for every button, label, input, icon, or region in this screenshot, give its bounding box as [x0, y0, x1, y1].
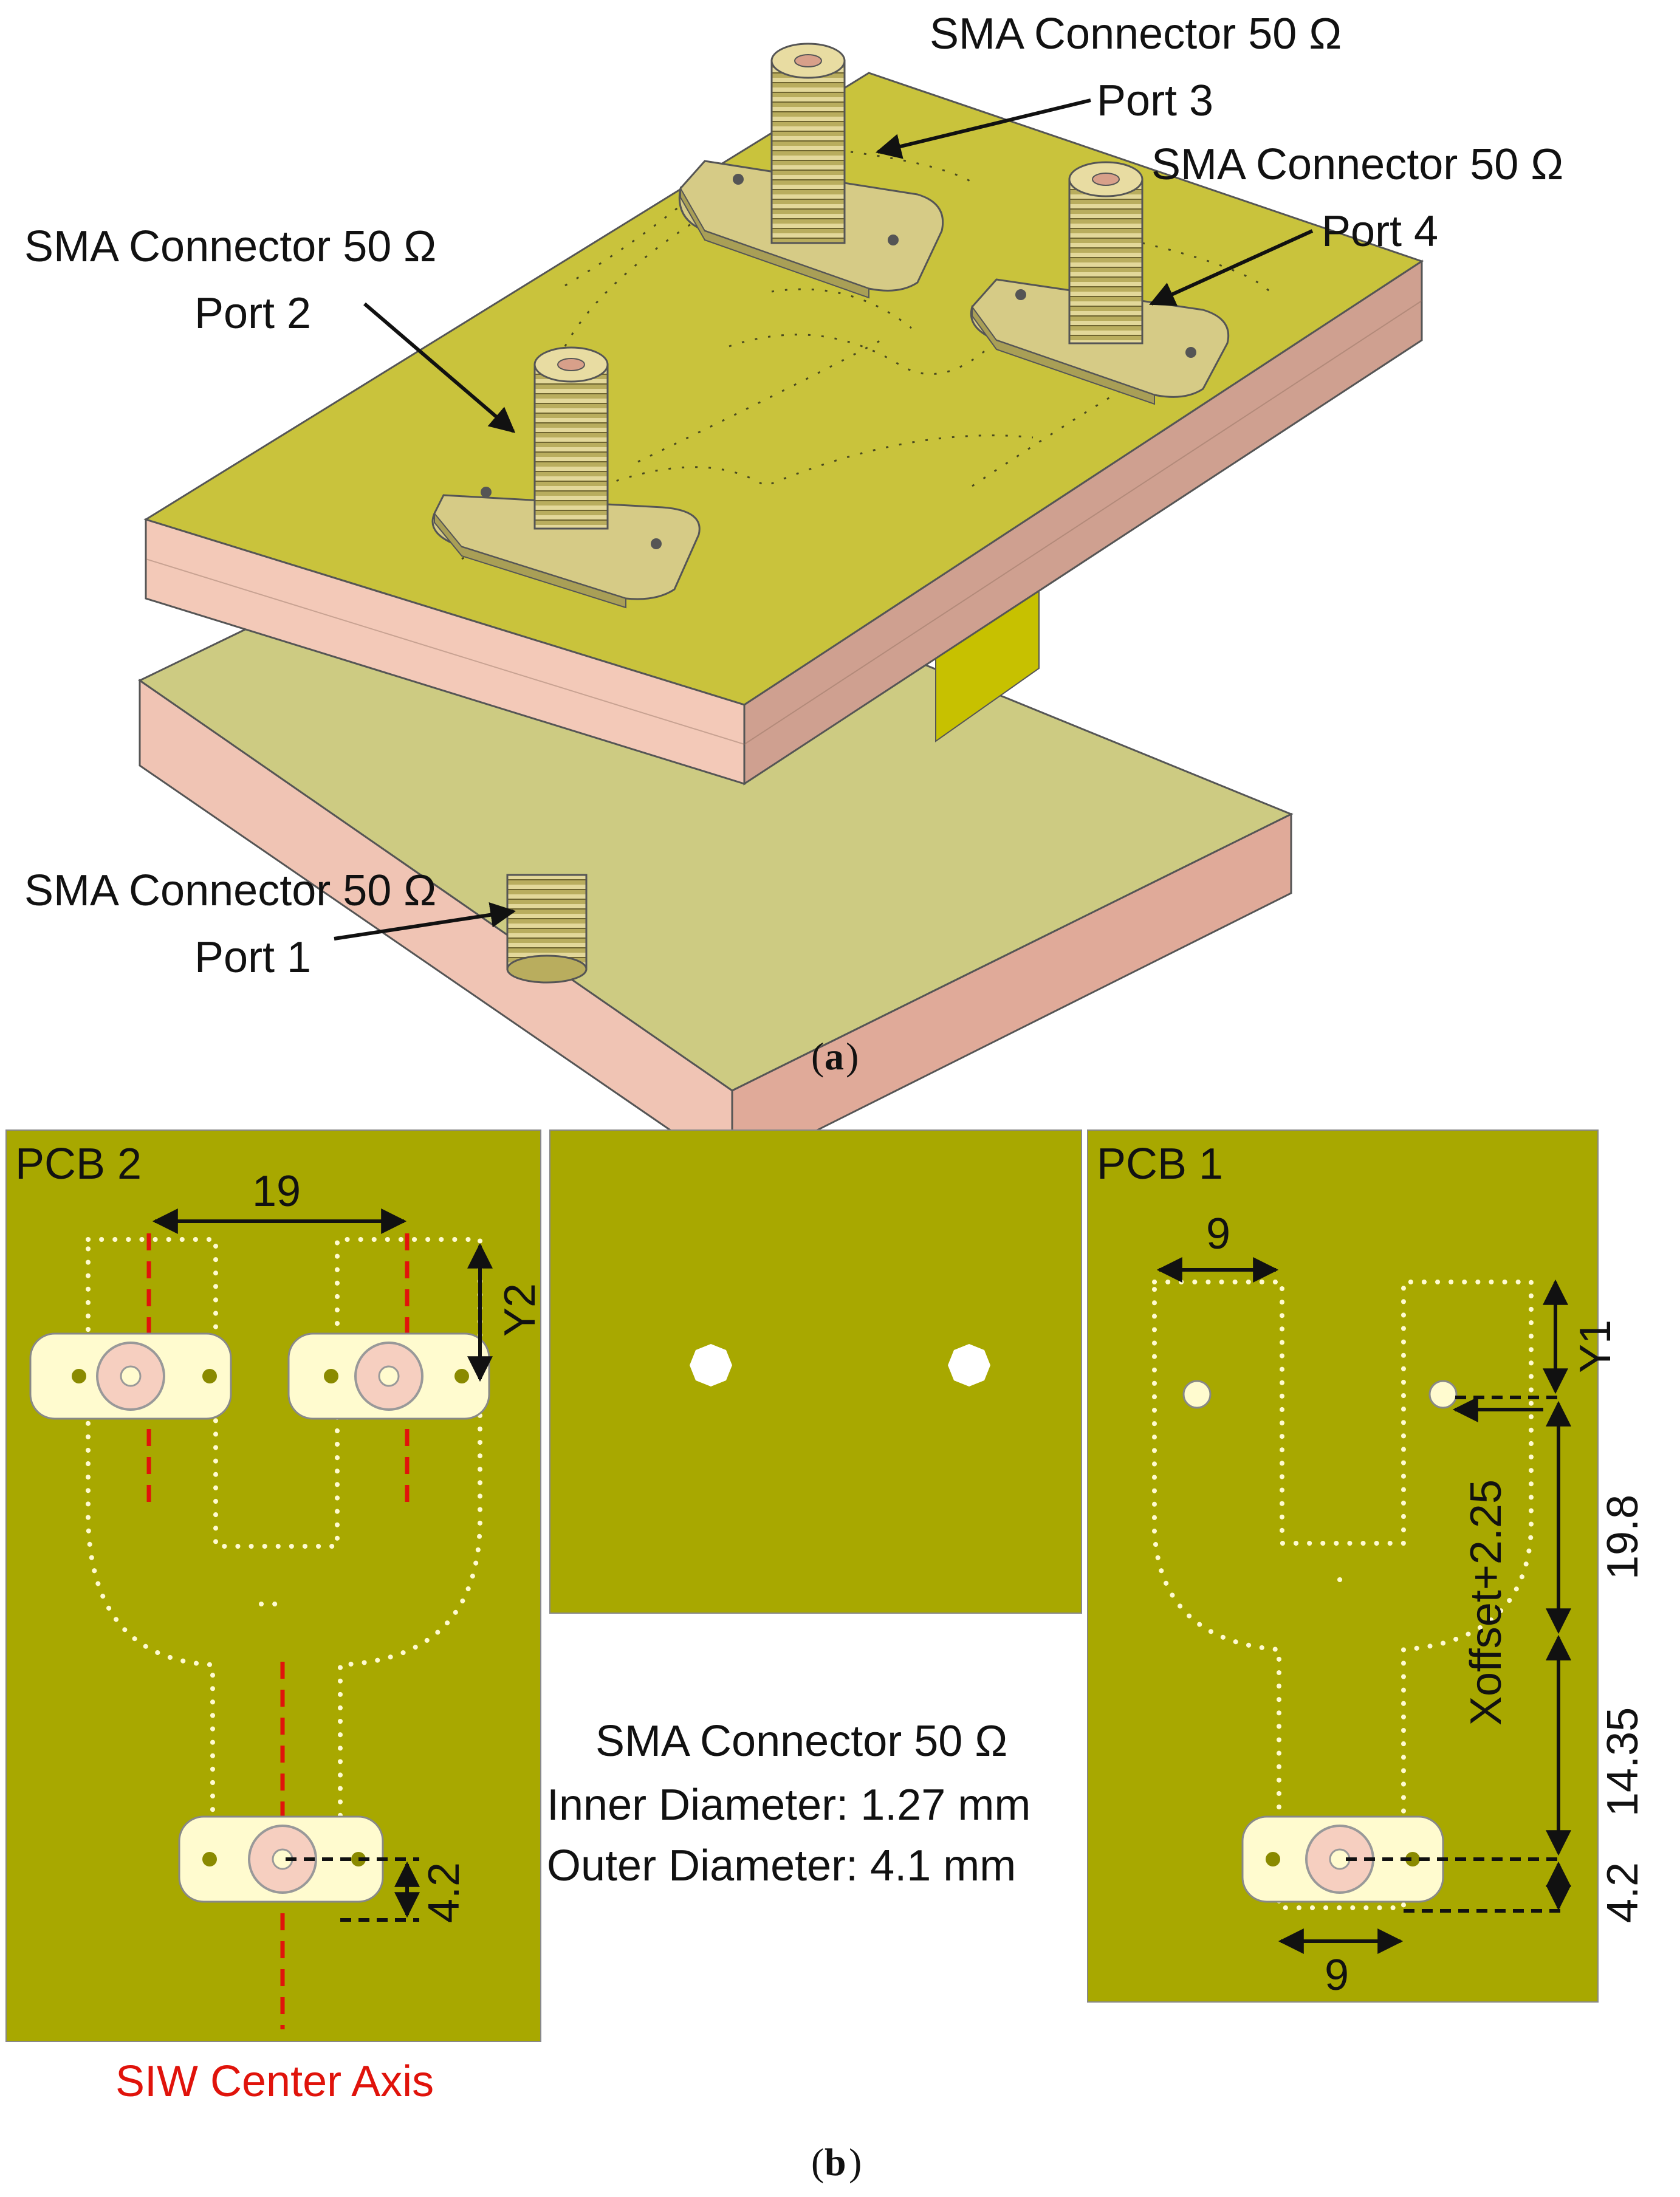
pcb1-probe-right — [1428, 1380, 1458, 1409]
sma-connector-port-3 — [678, 43, 944, 299]
label-port3-name: Port 3 — [1097, 77, 1213, 125]
connector-info-line2: Inner Diameter: 1.27 mm — [547, 1781, 1030, 1829]
leader-port4 — [1149, 229, 1314, 306]
pcb2-connector-left — [29, 1332, 232, 1420]
pcb2-dim-19: 19 — [252, 1167, 301, 1216]
pcb1-via-rows — [1152, 1280, 1534, 1910]
figure-a-3d-view: SMA Connector 50 Ω Port 3 SMA Connector … — [24, 10, 1563, 1174]
label-port1-title: SMA Connector 50 Ω — [24, 866, 436, 915]
sma-connector-port-1 — [506, 874, 588, 984]
connector-info-line1: SMA Connector 50 Ω — [595, 1717, 1007, 1766]
sma-connector-port-4 — [970, 161, 1230, 405]
pcb2-connector-right — [287, 1332, 490, 1420]
middle-pcb-panel — [549, 1129, 1082, 1614]
label-port2-name: Port 2 — [194, 289, 311, 338]
siw-center-axis-label: SIW Center Axis — [115, 2057, 434, 2106]
connector-info-line3: Outer Diameter: 4.1 mm — [547, 1842, 1016, 1890]
caption-a-letter: a — [825, 1035, 844, 1078]
pcb1-panel: PCB 1 9 Y1 — [1087, 1129, 1647, 2003]
via-pattern — [461, 151, 1271, 560]
leader-port2 — [363, 302, 516, 433]
caption-b-open: ( — [811, 2140, 824, 2184]
label-port4-name: Port 4 — [1322, 207, 1438, 256]
pcb1-title: PCB 1 — [1097, 1140, 1223, 1188]
label-port2-title: SMA Connector 50 Ω — [24, 222, 436, 271]
pcb2-dim-42: 4.2 — [420, 1862, 468, 1923]
pcb1-dim-9-bottom: 9 — [1325, 1951, 1349, 2000]
leader-port1 — [334, 902, 516, 941]
pcb1-probe-left — [1182, 1380, 1212, 1409]
pcb2-connector-bottom — [178, 1815, 384, 1903]
middle-hole-right — [948, 1344, 990, 1386]
pcb1-dim-198: 19.8 — [1599, 1495, 1647, 1580]
caption-b-letter: b — [825, 2140, 846, 2184]
label-port3-title: SMA Connector 50 Ω — [930, 10, 1342, 58]
pcb2-dim-y2: Y2 — [496, 1283, 544, 1337]
pcb2-title: PCB 2 — [15, 1140, 142, 1188]
caption-a-open: ( — [811, 1035, 824, 1078]
label-port4-title: SMA Connector 50 Ω — [1151, 140, 1563, 189]
pcb1-dim-9-top: 9 — [1206, 1210, 1230, 1258]
pcb1-dim-1435: 14.35 — [1599, 1707, 1647, 1817]
pcb2-dim-42-lines — [286, 1857, 419, 1922]
figure-b-layouts: PCB 2 — [5, 1129, 1647, 2184]
caption-a-close: ) — [846, 1035, 859, 1078]
sma-connector-port-2 — [431, 346, 701, 609]
pcb1-dim-ref-lines — [1346, 1396, 1562, 1913]
pcb1-connector-bottom — [1241, 1815, 1444, 1903]
pcb2-panel: PCB 2 — [5, 1129, 544, 2106]
pcb1-dim-42: 4.2 — [1599, 1862, 1647, 1923]
pcb1-dim-xoffset: Xoffset+2.25 — [1462, 1479, 1510, 1726]
pcb1-dim-y1: Y1 — [1571, 1320, 1620, 1373]
pcb2-via-rows — [86, 1237, 482, 1892]
label-port1-name: Port 1 — [194, 933, 311, 982]
leader-port3 — [875, 98, 1091, 159]
middle-hole-left — [690, 1344, 732, 1386]
caption-b-close: ) — [849, 2140, 862, 2184]
